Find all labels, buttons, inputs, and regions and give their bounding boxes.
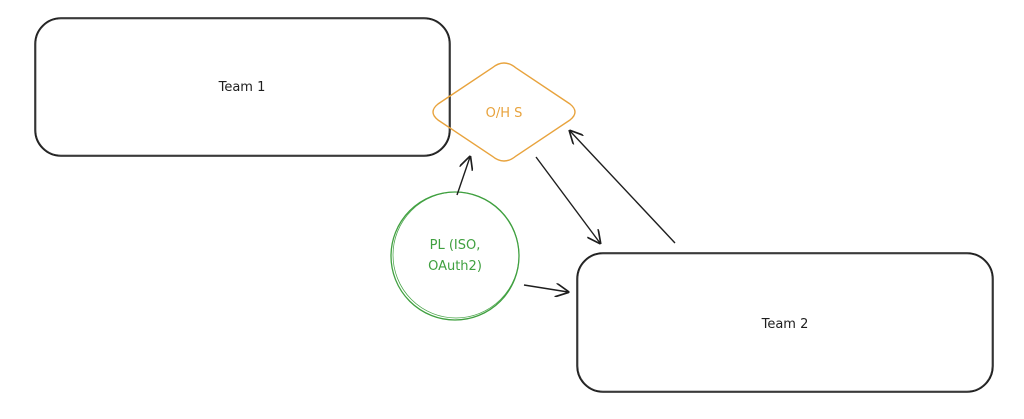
team2-label: Team 2	[761, 317, 809, 332]
team1-label: Team 1	[218, 80, 266, 95]
arrow-pl-to-ohs[interactable]	[456, 157, 470, 196]
ohs-label: O/H S	[486, 106, 523, 121]
arrow-pl-to-team2[interactable]	[523, 285, 568, 292]
team1-box[interactable]: Team 1	[34, 17, 451, 157]
arrow-ohs-to-team2[interactable]	[535, 156, 600, 243]
pl-label-line1: PL (ISO,	[430, 238, 481, 253]
team2-box[interactable]: Team 2	[576, 252, 994, 393]
pl-label-line2: OAuth2)	[428, 259, 482, 274]
pl-circle[interactable]: PL (ISO, OAuth2)	[390, 191, 520, 321]
arrow-team2-to-ohs[interactable]	[570, 131, 676, 244]
ohs-diamond[interactable]: O/H S	[432, 62, 576, 162]
